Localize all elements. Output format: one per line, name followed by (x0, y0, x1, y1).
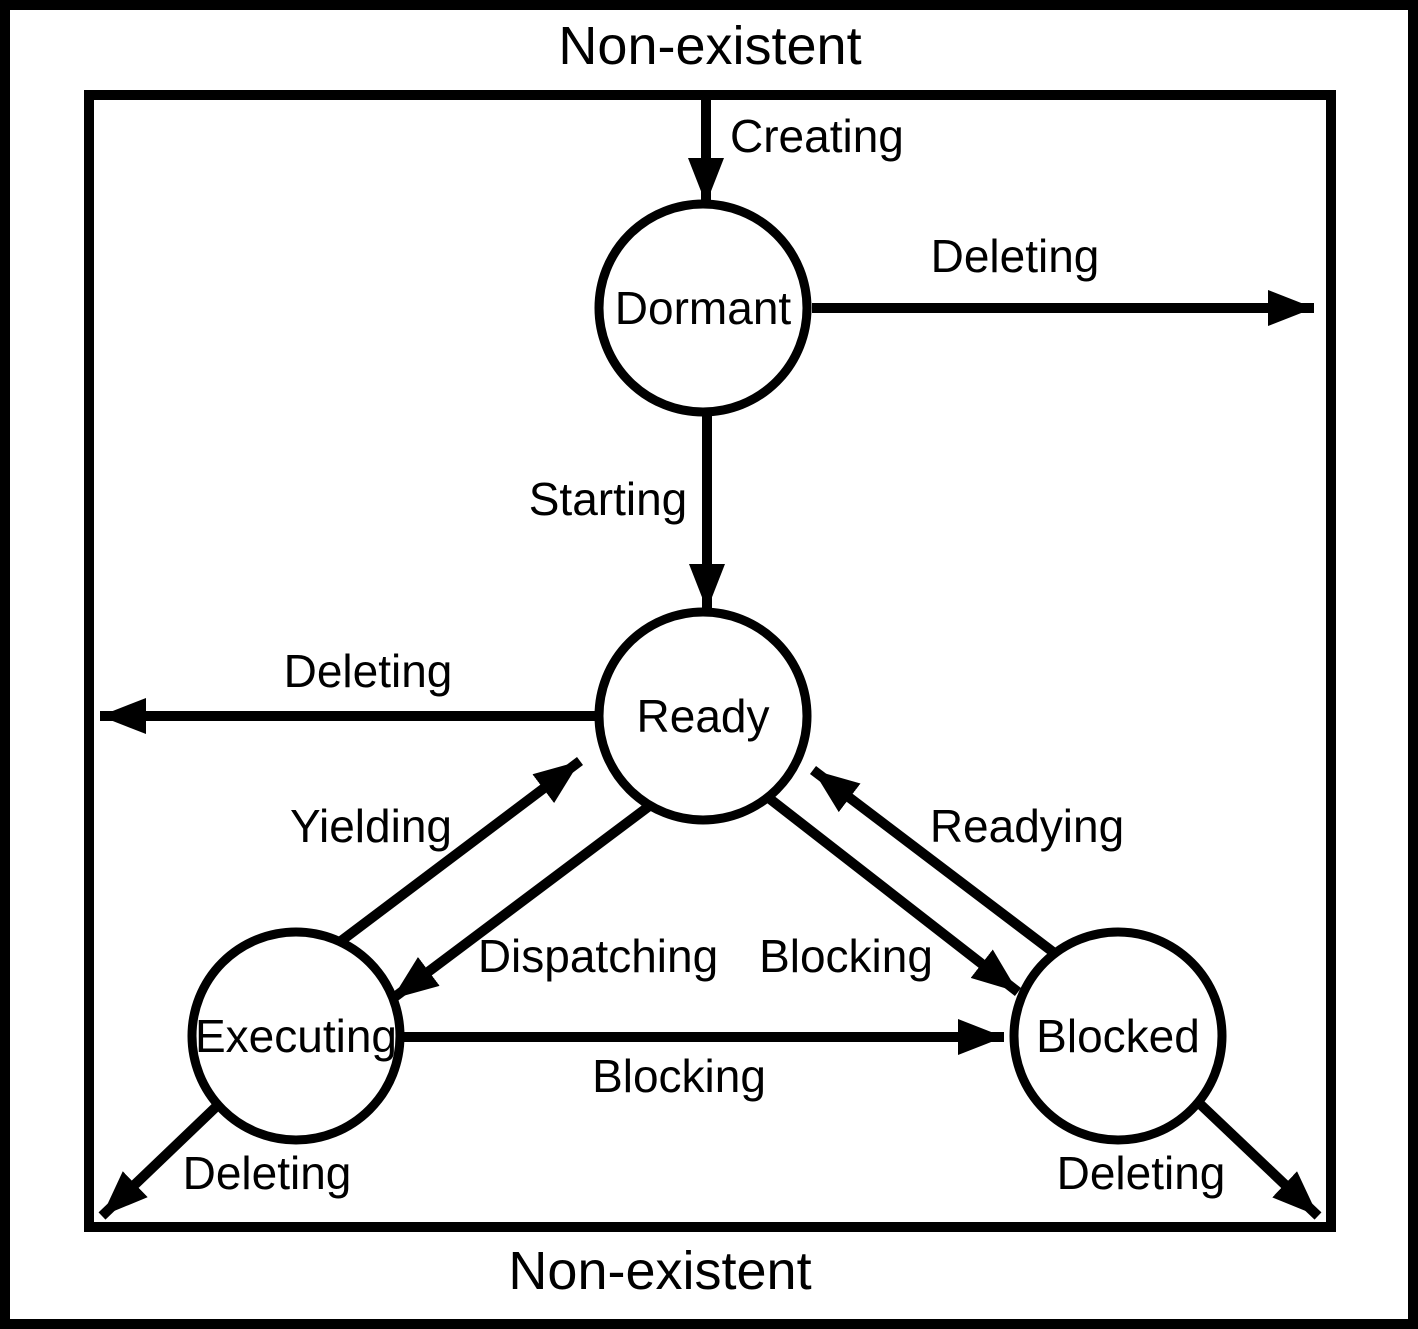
transition-yielding-label: Yielding (290, 800, 452, 852)
state-dormant-circle (594, 199, 812, 417)
transition-starting-label: Starting (529, 473, 688, 525)
state-executing-label: Executing (195, 1010, 397, 1062)
outer-region-label-bottom: Non-existent (508, 1241, 811, 1301)
transition-dispatching-label: Dispatching (478, 930, 718, 982)
transition-deleting-blocked-label: Deleting (1057, 1147, 1226, 1199)
state-executing-circle (187, 927, 405, 1145)
transition-readying-label: Readying (930, 800, 1124, 852)
transition-deleting-executing-arrow (98, 1100, 223, 1220)
state-blocked-label: Blocked (1036, 1010, 1200, 1062)
transition-deleting-ready-label: Deleting (284, 645, 453, 697)
transition-blocking-executing-label: Blocking (592, 1050, 766, 1102)
transition-readying-arrow (809, 766, 1057, 956)
state-ready-circle (594, 607, 812, 825)
transition-creating-label: Creating (730, 110, 904, 162)
transition-layer: CreatingDeletingStartingDeletingYielding… (98, 98, 1322, 1220)
state-blocked-circle (1009, 927, 1227, 1145)
inner-frame (84, 90, 1336, 1232)
transition-dispatching-arrow (389, 803, 651, 1003)
state-ready-label: Ready (637, 690, 770, 742)
transition-deleting-executing-label: Deleting (183, 1147, 352, 1199)
transition-blocking-ready-arrow (766, 795, 1022, 996)
transition-yielding-arrow (337, 757, 584, 945)
state-dormant-label: Dormant (615, 282, 792, 334)
transition-deleting-dormant-label: Deleting (931, 230, 1100, 282)
outer-region-label-top: Non-existent (558, 16, 861, 76)
transition-blocking-ready-label: Blocking (759, 930, 933, 982)
transition-deleting-blocked-arrow (1196, 1100, 1322, 1220)
